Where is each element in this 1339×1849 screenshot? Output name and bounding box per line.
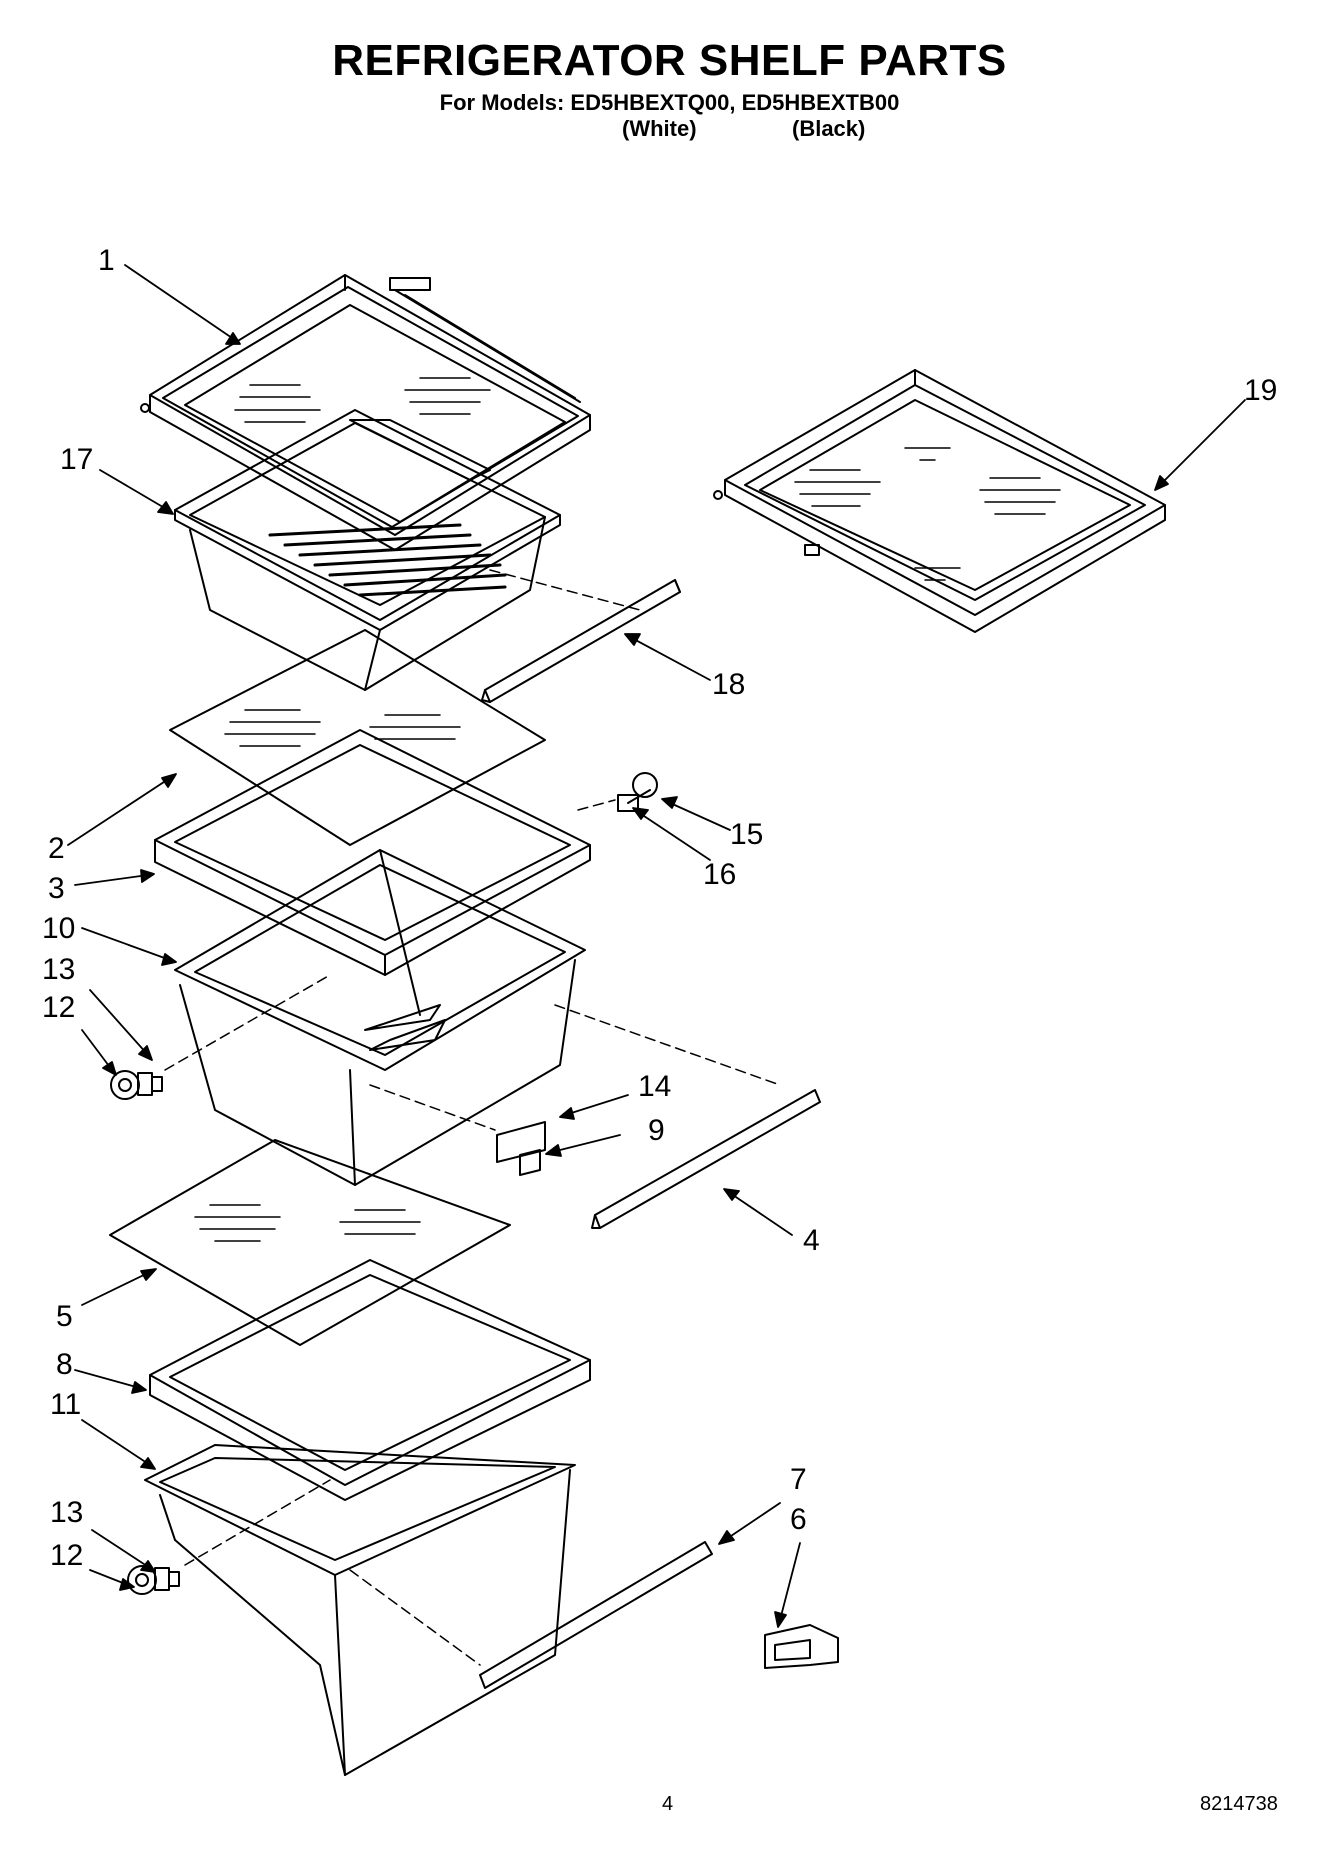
callout-16: 16: [703, 858, 737, 891]
callout-4: 4: [803, 1224, 820, 1257]
part-3-shelf-frame: [154, 729, 591, 976]
part-11-crisper-drawer: [144, 1444, 576, 1776]
part-5-glass-panel: [109, 1139, 511, 1346]
part-19-glass-shelf: [713, 369, 1166, 633]
callout-7: 7: [790, 1463, 807, 1496]
callout-17: 17: [60, 443, 94, 476]
callout-8: 8: [56, 1348, 73, 1381]
callout-1: 1: [98, 244, 115, 277]
assembly-lines: [164, 569, 781, 1666]
callout-18: 18: [712, 668, 746, 701]
callout-3: 3: [48, 872, 65, 905]
callout-19: 19: [1244, 374, 1278, 407]
part-4-trim: [591, 1089, 821, 1229]
callout-2: 2: [48, 832, 65, 865]
part-15-16-fastener: [617, 772, 658, 812]
variant-black-label: (Black): [792, 116, 866, 141]
callout-13-lower: 13: [50, 1496, 84, 1529]
callout-12-lower: 12: [50, 1539, 84, 1572]
models-line: For Models: ED5HBEXTQ00, ED5HBEXTB00: [439, 90, 900, 115]
callout-5: 5: [56, 1300, 73, 1333]
part-17-meat-drawer: [174, 409, 561, 691]
callout-11: 11: [50, 1388, 82, 1421]
part-14-9-clips: [496, 1121, 546, 1176]
part-7-trim: [479, 1541, 713, 1689]
part-12-13-knob-lower: [127, 1565, 180, 1595]
part-6-clip: [764, 1624, 839, 1669]
part-1-top-shelf: [140, 274, 591, 551]
variant-white-label: (White): [622, 116, 697, 141]
part-2-glass-panel: [169, 629, 546, 846]
callout-15: 15: [730, 818, 764, 851]
callout-13-upper: 13: [42, 953, 76, 986]
callout-14: 14: [638, 1070, 672, 1103]
part-10-crisper-drawer: [174, 849, 586, 1186]
document-number: 8214738: [1200, 1793, 1278, 1815]
callout-10: 10: [42, 912, 76, 945]
part-12-13-knob-upper: [110, 1070, 163, 1100]
callout-12-upper: 12: [42, 991, 76, 1024]
callout-9: 9: [648, 1114, 665, 1147]
leader-lines: [67, 264, 1246, 1628]
callout-6: 6: [790, 1503, 807, 1536]
part-18-trim: [481, 579, 681, 703]
page-number: 4: [662, 1793, 674, 1815]
page-title: REFRIGERATOR SHELF PARTS: [332, 36, 1007, 85]
